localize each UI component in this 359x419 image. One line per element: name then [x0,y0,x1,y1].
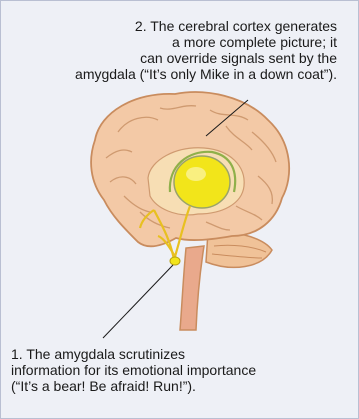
amygdala-leader-line [103,265,173,338]
brain-stem [180,246,204,330]
cortex-annotation-line: 2. The cerebral cortex generates [75,18,337,34]
cortex-annotation-line: can override signals sent by the [75,50,337,66]
amygdala-annotation-line: information for its emotional importance [11,362,256,378]
amygdala-annotation-line: 1. The amygdala scrutinizes [11,346,256,362]
amygdala-annotation: 1. The amygdala scrutinizes information … [11,346,256,394]
cortex-annotation-line: a more complete picture; it [75,34,337,50]
thalamus [174,156,230,208]
cortex-annotation: 2. The cerebral cortex generates a more … [75,18,337,82]
amygdala [170,257,180,265]
amygdala-annotation-line: (“It’s a bear! Be afraid! Run!”). [11,378,256,394]
cortex-annotation-line: amygdala (“It’s only Mike in a down coat… [75,66,337,82]
